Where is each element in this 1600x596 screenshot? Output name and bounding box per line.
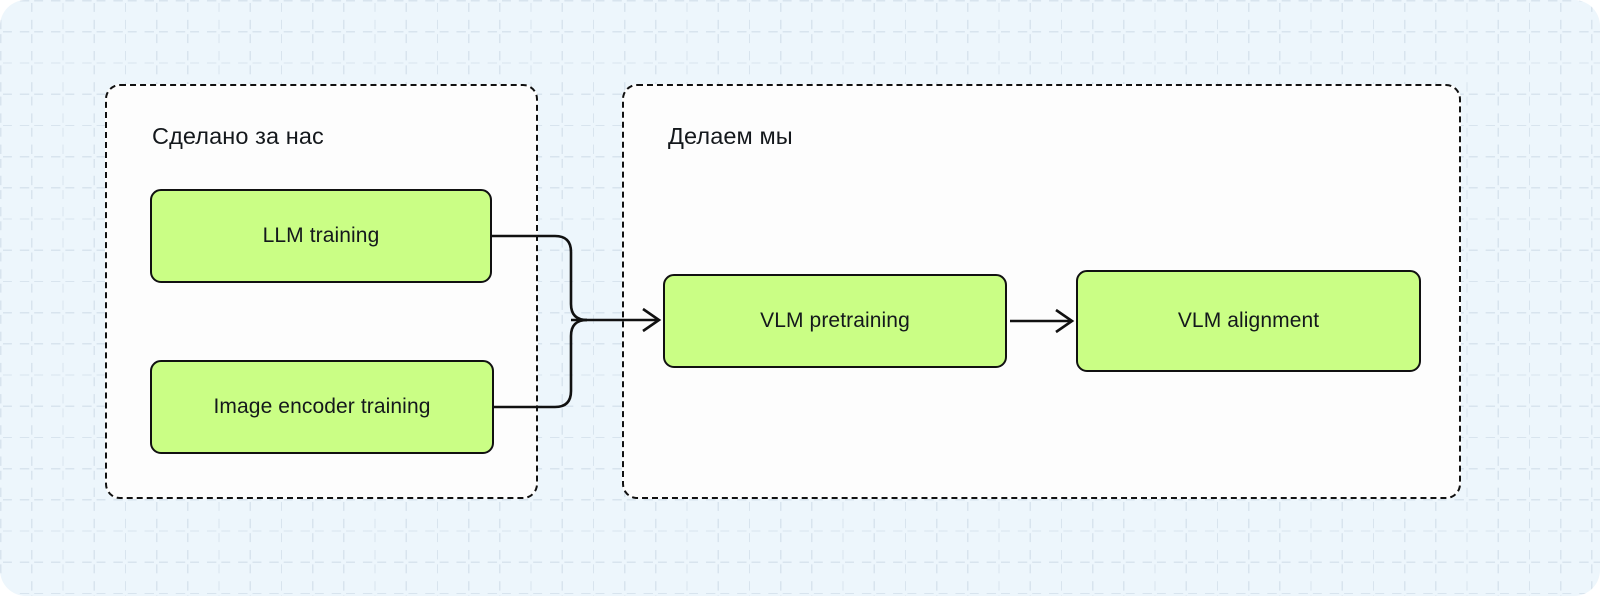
node-vlm-pretraining[interactable]: VLM pretraining xyxy=(663,274,1007,368)
group-title-done-for-us: Сделано за нас xyxy=(152,123,324,149)
node-vlm-alignment[interactable]: VLM alignment xyxy=(1076,270,1421,372)
group-title-we-do: Делаем мы xyxy=(668,123,793,149)
node-image-encoder-training[interactable]: Image encoder training xyxy=(150,360,494,454)
node-llm-training[interactable]: LLM training xyxy=(150,189,492,283)
